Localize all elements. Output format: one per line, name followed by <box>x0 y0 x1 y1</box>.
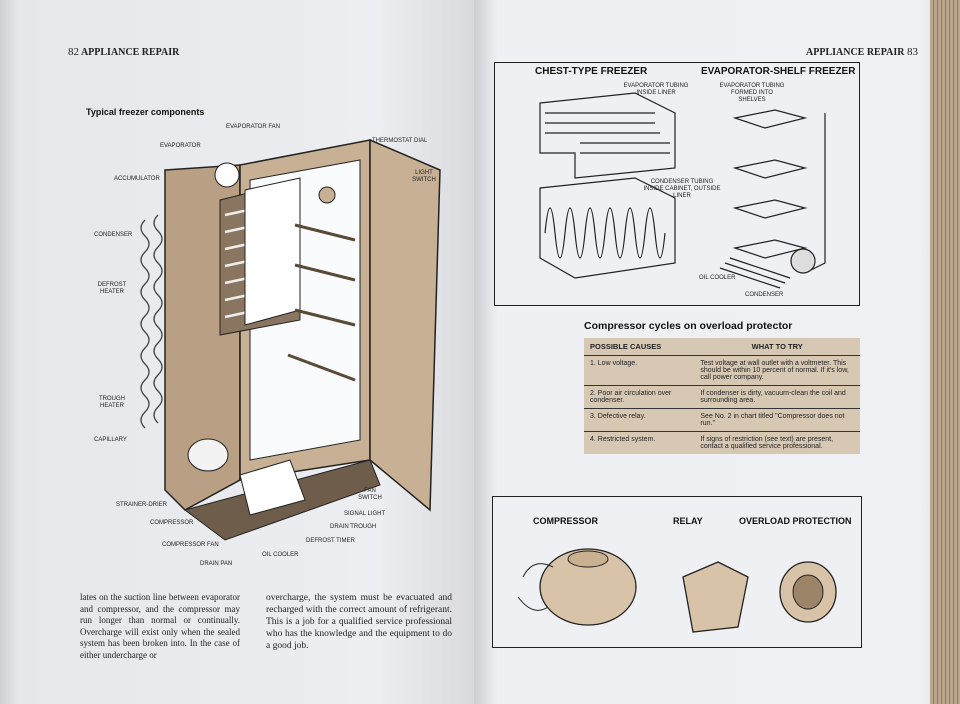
remedy-cell: See No. 2 in chart titled "Compressor do… <box>694 408 860 432</box>
label-evaporator: EVAPORATOR <box>160 143 201 149</box>
label-defrost-timer: DEFROST TIMER <box>306 538 355 544</box>
table-row: 3. Defective relay.See No. 2 in chart ti… <box>584 408 860 432</box>
label-light-switch: LIGHT SWITCH <box>412 170 436 183</box>
cause-cell: 2. Poor air circulation over condenser. <box>584 385 695 409</box>
cause-cell: 3. Defective relay. <box>584 408 695 432</box>
body-text-column-2: overcharge, the system must be evacuated… <box>266 593 452 651</box>
remedy-cell: If signs of restriction (see text) are p… <box>694 431 860 454</box>
running-title: APPLIANCE REPAIR <box>80 47 180 58</box>
troubleshooting-table: POSSIBLE CAUSES WHAT TO TRY 1. Low volta… <box>584 338 860 454</box>
label-drain-trough: DRAIN TROUGH <box>330 524 377 530</box>
label-oil-cooler: OIL COOLER <box>699 275 736 281</box>
label-fan-switch: FAN SWITCH <box>358 488 382 501</box>
freezer-illustration <box>140 138 441 541</box>
label-drain-pan: DRAIN PAN <box>200 561 233 567</box>
table-row: 1. Low voltage.Test voltage at wall outl… <box>584 355 860 386</box>
components-figure: COMPRESSOR RELAY OVERLOAD PROTECTION <box>492 496 862 648</box>
label-condenser: CONDENSER <box>94 232 133 238</box>
freezer-types-figure: CHEST-TYPE FREEZER EVAPORATOR-SHELF FREE… <box>494 62 860 306</box>
page-number: 82 <box>68 46 79 58</box>
remedy-cell: If condenser is dirty, vacuum-clean the … <box>694 385 860 409</box>
page-number: 83 <box>906 46 918 58</box>
label-evaporator-shelves: EVAPORATOR TUBING FORMED INTO SHELVES <box>719 83 785 103</box>
label-compressor-fan: COMPRESSOR FAN <box>162 542 219 548</box>
chest-freezer-title: CHEST-TYPE FREEZER <box>535 66 648 77</box>
remedy-cell: Test voltage at wall outlet with a voltm… <box>694 355 860 386</box>
label-capillary: CAPILLARY <box>94 437 127 443</box>
shelf-freezer-title: EVAPORATOR-SHELF FREEZER <box>701 66 856 77</box>
table-row: 4. Restricted system.If signs of restric… <box>584 431 860 454</box>
label-compressor: COMPRESSOR <box>150 520 194 526</box>
label-evaporator-inside-liner: EVAPORATOR TUBING INSIDE LINER <box>623 83 689 96</box>
book-page-edges <box>930 0 960 704</box>
label-accumulator: ACCUMULATOR <box>114 176 160 182</box>
running-title: APPLIANCE REPAIR <box>806 47 905 58</box>
label-trough-heater: TROUGH HEATER <box>99 396 125 409</box>
label-evaporator-fan: EVAPORATOR FAN <box>226 124 281 130</box>
left-page-header: 82 APPLIANCE REPAIR <box>68 46 179 58</box>
right-page-header: APPLIANCE REPAIR 83 <box>806 46 918 58</box>
column-header: WHAT TO TRY <box>751 342 803 351</box>
overload-protection-title: OVERLOAD PROTECTION <box>739 516 852 526</box>
label-signal-light: SIGNAL LIGHT <box>344 511 386 517</box>
left-page: 82 APPLIANCE REPAIR Typical freezer comp… <box>0 0 474 704</box>
right-page: APPLIANCE REPAIR 83 CHEST-TYPE FREEZER E… <box>474 0 944 704</box>
table-row: 2. Poor air circulation over condenser.I… <box>584 385 860 409</box>
freezer-tubing-illustration <box>539 92 826 289</box>
label-strainer-drier: STRAINER-DRIER <box>116 502 168 508</box>
label-thermostat-dial: THERMOSTAT DIAL <box>372 138 428 144</box>
label-condenser-inside-cabinet: CONDENSER TUBING INSIDE CABINET, OUTSIDE… <box>643 179 721 199</box>
label-oil-cooler: OIL COOLER <box>262 552 299 558</box>
table-header-row: POSSIBLE CAUSES WHAT TO TRY <box>584 338 860 356</box>
table-title: Compressor cycles on overload protector <box>584 320 793 332</box>
compressor-title: COMPRESSOR <box>533 516 599 526</box>
components-illustration <box>517 548 837 633</box>
body-text-column-1: lates on the suction line between evapor… <box>80 592 240 660</box>
label-defrost-heater: DEFROST HEATER <box>97 282 127 295</box>
relay-title: RELAY <box>673 516 703 526</box>
figure-title: Typical freezer components <box>86 107 205 117</box>
cause-cell: 4. Restricted system. <box>584 431 695 454</box>
cause-cell: 1. Low voltage. <box>584 355 695 386</box>
column-header: POSSIBLE CAUSES <box>590 342 662 351</box>
label-condenser: CONDENSER <box>745 292 784 298</box>
